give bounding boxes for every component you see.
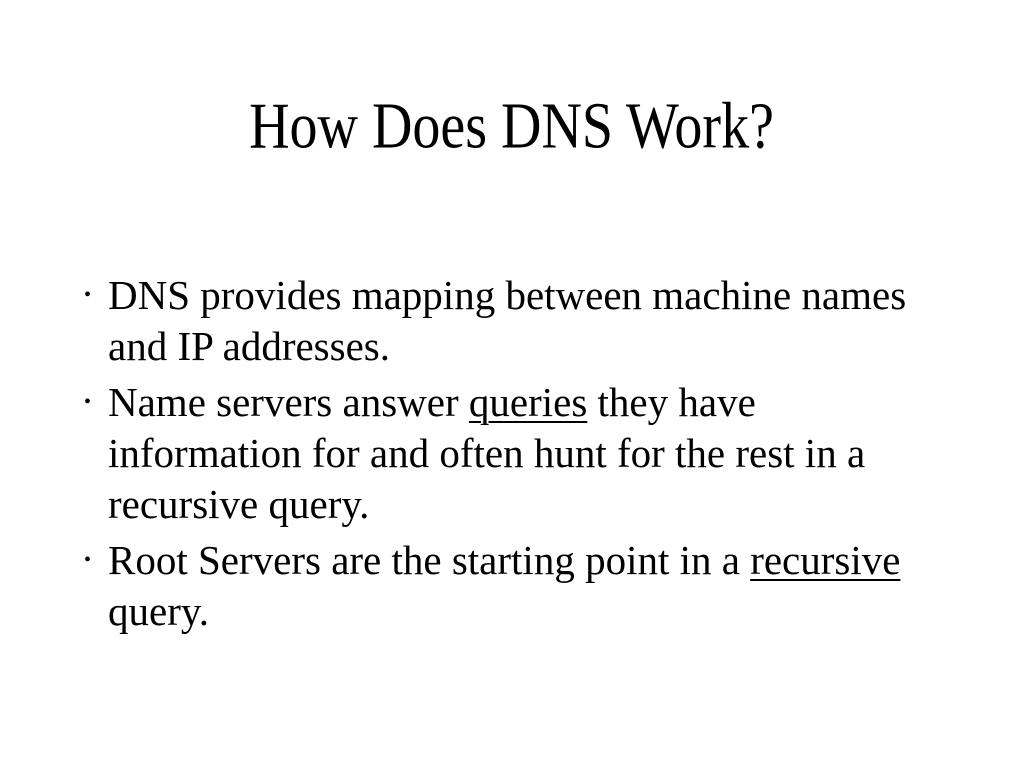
underlined-term: queries: [468, 379, 588, 425]
text-segment: Root Servers are the starting point in a: [108, 537, 751, 583]
bullet-text: Name servers answer queries they have in…: [108, 377, 928, 530]
underlined-term: recursive: [750, 537, 901, 583]
bullet-text: DNS provides mapping between machine nam…: [108, 270, 928, 372]
bullet-list: • DNS provides mapping between machine na…: [84, 270, 944, 642]
bullet-item: • Root Servers are the starting point in …: [84, 535, 944, 637]
bullet-icon: •: [84, 391, 92, 413]
slide-title: How Does DNS Work?: [249, 89, 774, 163]
text-segment: DNS provides mapping between machine nam…: [108, 272, 907, 369]
bullet-item: • DNS provides mapping between machine na…: [84, 270, 944, 372]
bullet-icon: •: [84, 549, 92, 571]
text-segment: they have information for and often hunt…: [108, 379, 866, 527]
bullet-icon: •: [84, 284, 92, 306]
text-segment: Name servers answer: [108, 379, 469, 425]
bullet-item: • Name servers answer queries they have i…: [84, 377, 944, 530]
text-segment: query.: [108, 588, 209, 634]
bullet-text: Root Servers are the starting point in a…: [108, 535, 928, 637]
